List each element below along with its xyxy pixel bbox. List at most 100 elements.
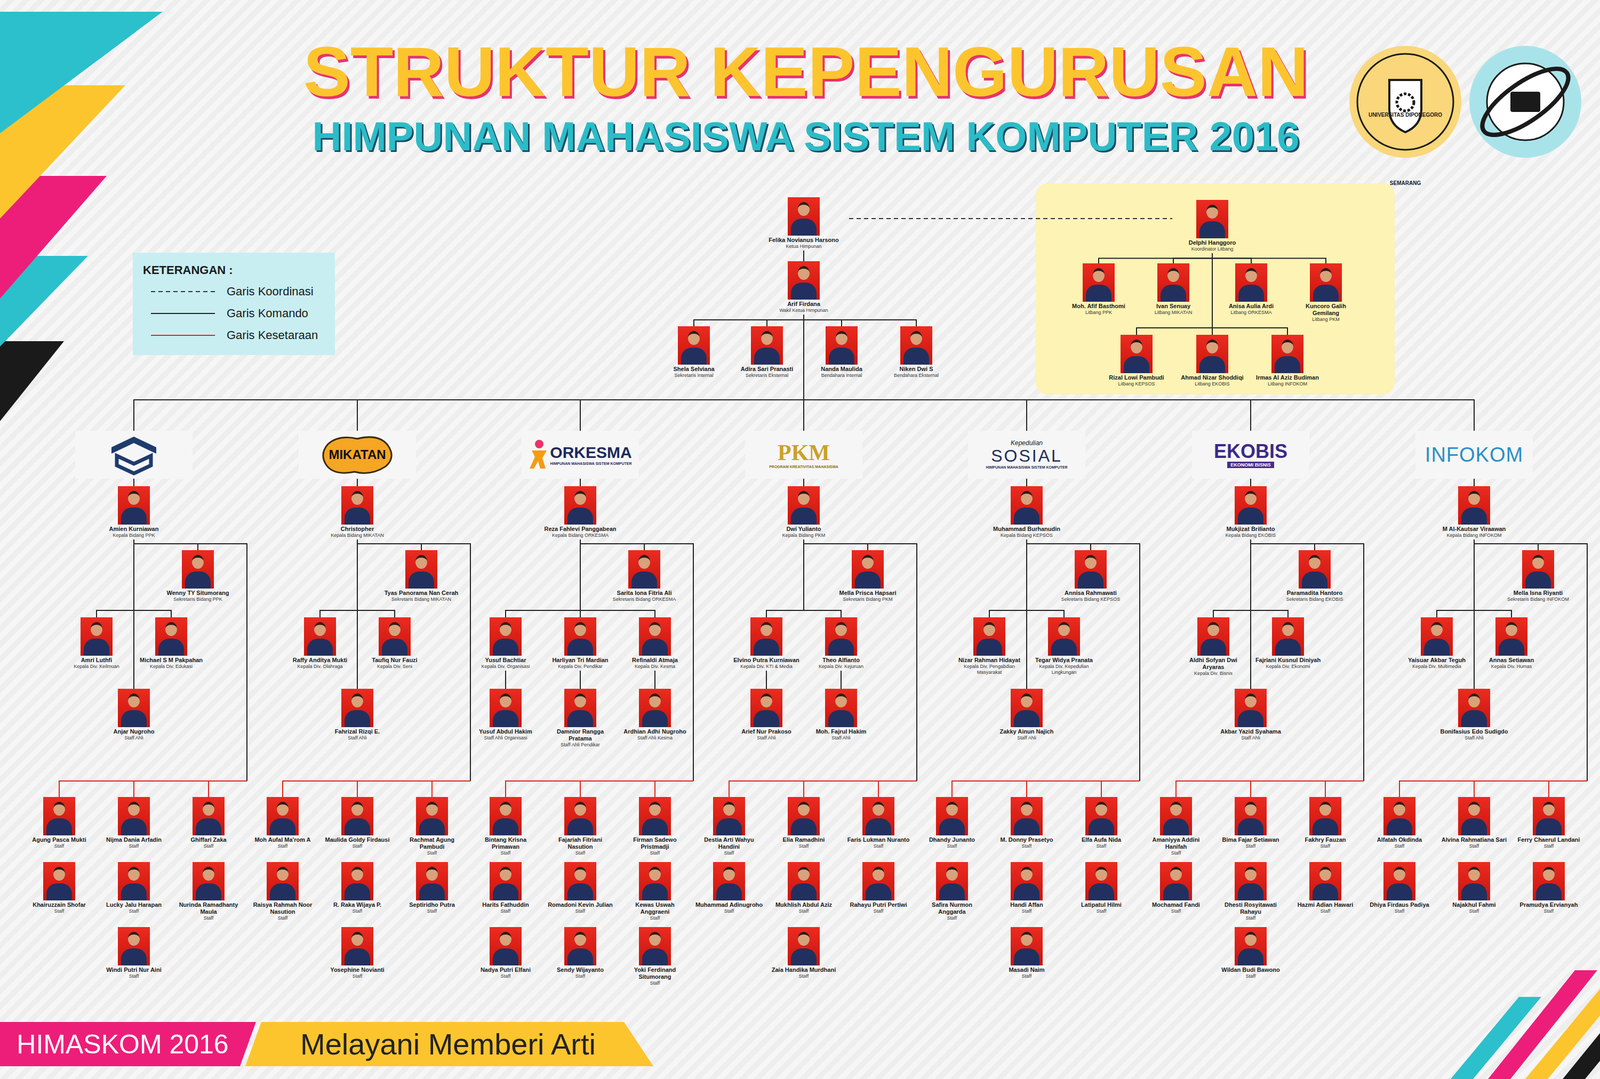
photo-body — [716, 883, 742, 901]
photo-body — [642, 710, 668, 728]
person-name: Windi Putri Nur Aini — [99, 966, 168, 974]
connector-line — [1026, 539, 1140, 782]
photo-body — [1013, 507, 1040, 525]
person-node: Ivan SenuayLitbang MIKATAN — [1139, 263, 1208, 317]
person-name: Zakky Ainun Najich — [992, 728, 1061, 736]
person-name: Safira Nurmon Anggarda — [917, 901, 987, 916]
person-name: Faris Lukman Nuranto — [844, 836, 913, 844]
person-node: Kewas Uswah AnggraeniStaff — [620, 862, 690, 923]
person-name: Agung Pasca Mukti — [25, 836, 94, 844]
person-name: Fahrizal Rizqi E. — [323, 728, 392, 736]
person-name: Nanda Maulida — [809, 365, 874, 373]
connector — [803, 539, 842, 618]
person-role: Staff — [1514, 843, 1583, 850]
photo — [1082, 263, 1115, 302]
person-name: Masadi Naim — [992, 966, 1061, 974]
photo — [1085, 862, 1118, 901]
photo — [117, 486, 150, 525]
photo-head — [128, 491, 140, 506]
person-name: Dhesti Rosyitawati Rahayu — [1216, 901, 1285, 916]
person-role: Koordinator Litbang — [1172, 246, 1253, 253]
connector — [1212, 253, 1326, 264]
photo-body — [1200, 638, 1227, 656]
photo-head — [314, 622, 326, 637]
photo — [341, 862, 374, 901]
connector — [952, 539, 1140, 798]
photo — [787, 862, 820, 901]
photo-body — [567, 638, 594, 656]
person-role: Kepala Bidang ORKESMA — [540, 532, 621, 539]
connector-line — [654, 781, 694, 798]
legend-text: Garis Kesetaraan — [226, 328, 318, 343]
person-name: Muhammad Burhanudin — [986, 525, 1067, 533]
page-title: STRUKTUR KEPENGURUSAN — [0, 33, 1600, 111]
connector-line — [1250, 539, 1315, 551]
person-role: Kepala Bidang INFOKOM — [1434, 532, 1515, 539]
photo — [1010, 927, 1043, 966]
connector-line — [1176, 781, 1364, 798]
photo-head — [1058, 622, 1070, 637]
person-node: Refinaldi AtmajaKepala Div. Kesma — [620, 617, 690, 671]
photo — [973, 617, 1006, 656]
person-name: Refinaldi Atmaja — [620, 657, 690, 664]
connector-line — [133, 539, 247, 782]
photo-head — [861, 555, 874, 570]
connector-line — [133, 781, 247, 798]
person-name: Bonifasius Edo Sudigdo — [1440, 728, 1509, 736]
person-name: Delphi Hanggoro — [1172, 239, 1253, 247]
photo — [787, 197, 820, 236]
person-node: Elia RamadhiniStaff — [769, 797, 838, 851]
photo — [564, 617, 597, 656]
photo — [862, 797, 895, 836]
person-role: Staff Ahli — [1440, 735, 1509, 742]
photo-head — [1207, 622, 1220, 637]
person-node: Sendy WijayantoStaff — [546, 927, 615, 981]
photo-body — [1160, 284, 1187, 302]
person-name: Elfa Aufa Nida — [1067, 836, 1136, 844]
person-role: Staff — [397, 908, 467, 915]
person-node: Fahrizal Rizqi E.Staff Ahli — [323, 689, 392, 743]
person-node: Damnior Rangga PratamaStaff Ahli Pendika… — [546, 689, 615, 750]
person-node: Muhammad BurhanudinKepala Bidang KEPSOS — [986, 486, 1067, 540]
photo-head — [276, 867, 289, 882]
person-name: Fakhry Fauzan — [1291, 836, 1360, 844]
connector-line — [803, 781, 917, 798]
person-role: Staff — [694, 850, 764, 857]
person-node: Ardhian Adhi NugrohoStaff Ahli Kesma — [620, 689, 690, 743]
photo-body — [344, 883, 371, 901]
photo — [750, 617, 783, 656]
person-node: Septiridho PutraStaff — [397, 862, 467, 916]
photo — [489, 689, 522, 728]
person-name: Dhandy Junanto — [917, 836, 987, 844]
person-node: Lucky Jalu HarapanStaff — [99, 862, 168, 916]
photo-head — [351, 867, 364, 882]
person-name: Nadya Putri Elfani — [471, 966, 540, 974]
photo-body — [642, 948, 668, 966]
person-node: Ahmad Nizar ShoddiqiLitbang EKOBIS — [1178, 334, 1247, 389]
person-node: Aldhi Sofyan Dwi AryarasKepala Div. Bisn… — [1179, 617, 1248, 678]
connector-line — [580, 781, 694, 798]
person-node: Rizal Lowi PambudiLitbang KEPSOS — [1102, 334, 1171, 389]
photo-head — [760, 622, 773, 637]
person-name: Hazmi Adian Hawari — [1291, 901, 1360, 909]
photo-head — [872, 802, 885, 816]
label-text: ORKESMA — [549, 444, 632, 462]
photo-head — [202, 802, 215, 816]
person-name: Amri Luthfi — [62, 657, 131, 664]
legend-line — [150, 334, 215, 336]
photo — [1010, 797, 1043, 836]
person-name: Yoki Ferdinand Situmorang — [620, 966, 690, 981]
legend-sample — [150, 305, 215, 322]
photo-body — [716, 818, 742, 836]
legend-row: Garis Komando — [150, 305, 309, 322]
orkesma-glyph — [529, 450, 547, 469]
photo-body — [195, 818, 222, 836]
person-node: Annisa RahmawatiSekretaris Bidang KEPSOS — [1050, 550, 1131, 604]
person-node: Romadoni Kevin JulianStaff — [546, 862, 615, 916]
connector-line — [840, 670, 842, 690]
person-role: Kepala Div. Bisnis — [1179, 670, 1248, 677]
photo-head — [1167, 268, 1180, 283]
person-node: Mochamad FandiStaff — [1141, 862, 1211, 916]
pkm-logo: PKMPROGRAM KREATIVITAS MAHASISWA — [745, 430, 863, 479]
person-role: Kepala Div. Ekonomi — [1253, 664, 1323, 670]
